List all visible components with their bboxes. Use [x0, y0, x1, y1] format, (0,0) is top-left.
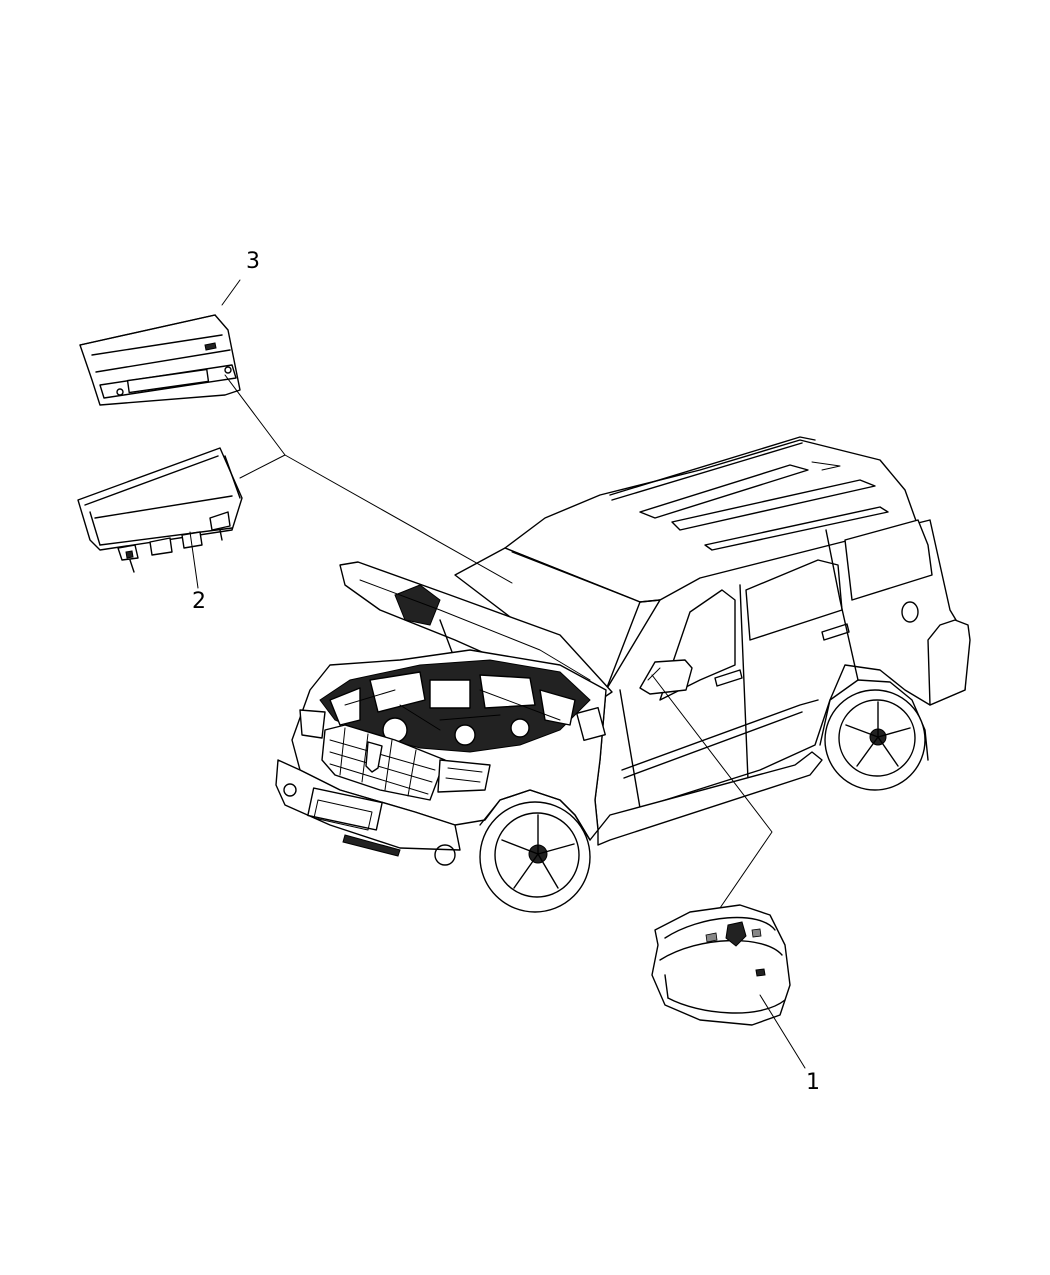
leader-line-1-joint	[651, 674, 773, 909]
callout-1: 1	[806, 1070, 820, 1095]
steering-wheel-airbag-icon	[651, 904, 791, 1026]
suv-vehicle-icon	[275, 436, 971, 913]
callout-2: 2	[192, 589, 206, 614]
passenger-airbag-module-icon	[77, 447, 243, 573]
leader-line-3	[221, 279, 241, 306]
leader-line-2-joint	[239, 454, 286, 479]
leader-lines	[189, 279, 806, 1069]
leader-line-dash	[224, 374, 513, 584]
callout-3: 3	[246, 249, 260, 274]
leader-line-2	[189, 531, 199, 589]
leader-line-1	[759, 994, 806, 1069]
airbag-door-cover-icon	[79, 314, 241, 406]
